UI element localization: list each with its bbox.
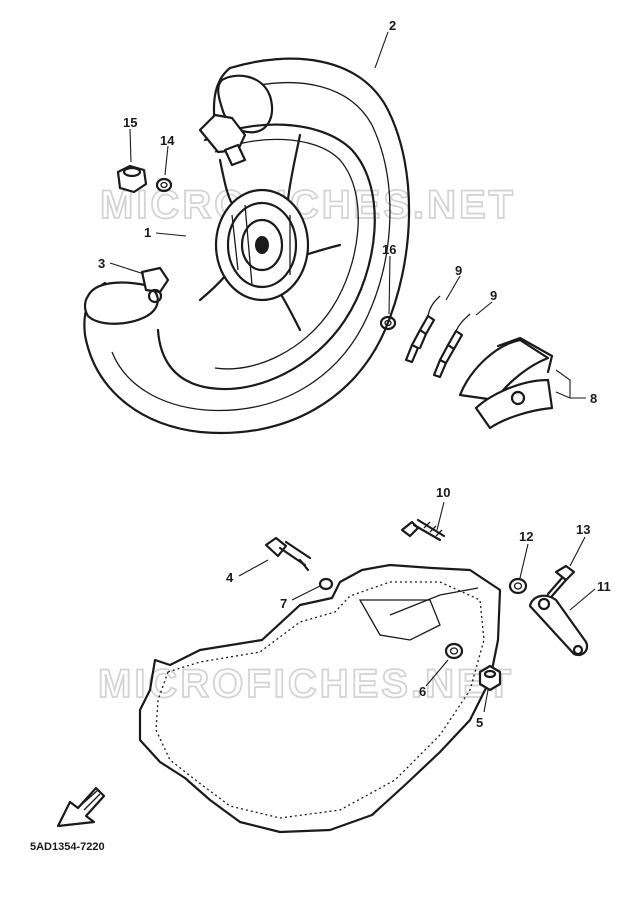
callout-14: 14 [160, 133, 175, 148]
callout-5: 5 [476, 715, 483, 730]
watermark-bottom: MICROFICHES.NET [98, 662, 514, 706]
callout-8: 8 [590, 391, 597, 406]
brake-arm-11 [528, 594, 589, 657]
shaft-4 [264, 536, 312, 572]
callout-6: 6 [419, 684, 426, 699]
callout-1: 1 [144, 225, 151, 240]
valve-clip [140, 266, 170, 304]
callout-16: 16 [382, 242, 396, 257]
washer-16 [379, 315, 397, 331]
o-ring-7 [318, 577, 334, 591]
callout-2: 2 [389, 18, 396, 33]
bolt-13 [546, 564, 576, 598]
washer-14 [155, 177, 173, 193]
front-arrow-icon [56, 786, 106, 828]
spring-9a [404, 295, 441, 364]
callout-9b: 9 [490, 288, 497, 303]
crankcase-cover [138, 563, 502, 834]
spring-9b [432, 313, 471, 379]
callout-10: 10 [436, 485, 450, 500]
nut-15 [116, 164, 148, 194]
rear-wheel [83, 57, 411, 435]
fitting-10 [400, 518, 446, 542]
callout-11: 11 [597, 579, 611, 594]
washer-12 [508, 577, 528, 595]
callout-4: 4 [226, 570, 234, 585]
diagram-code: 5AD1354-7220 [30, 841, 105, 853]
callout-numbers: 2 15 14 1 3 16 9 9 8 10 12 13 11 4 7 6 5 [98, 18, 611, 730]
callout-9a: 9 [455, 263, 462, 278]
leader-lines [109, 31, 596, 713]
nut-5 [478, 664, 502, 692]
callout-12: 12 [519, 529, 533, 544]
watermark-top: MICROFICHES.NET [100, 183, 516, 227]
callout-3: 3 [98, 256, 105, 271]
callout-15: 15 [123, 115, 137, 130]
callout-13: 13 [576, 522, 590, 537]
washer-6 [444, 642, 464, 660]
callout-7: 7 [280, 596, 287, 611]
brake-shoe [458, 336, 554, 430]
